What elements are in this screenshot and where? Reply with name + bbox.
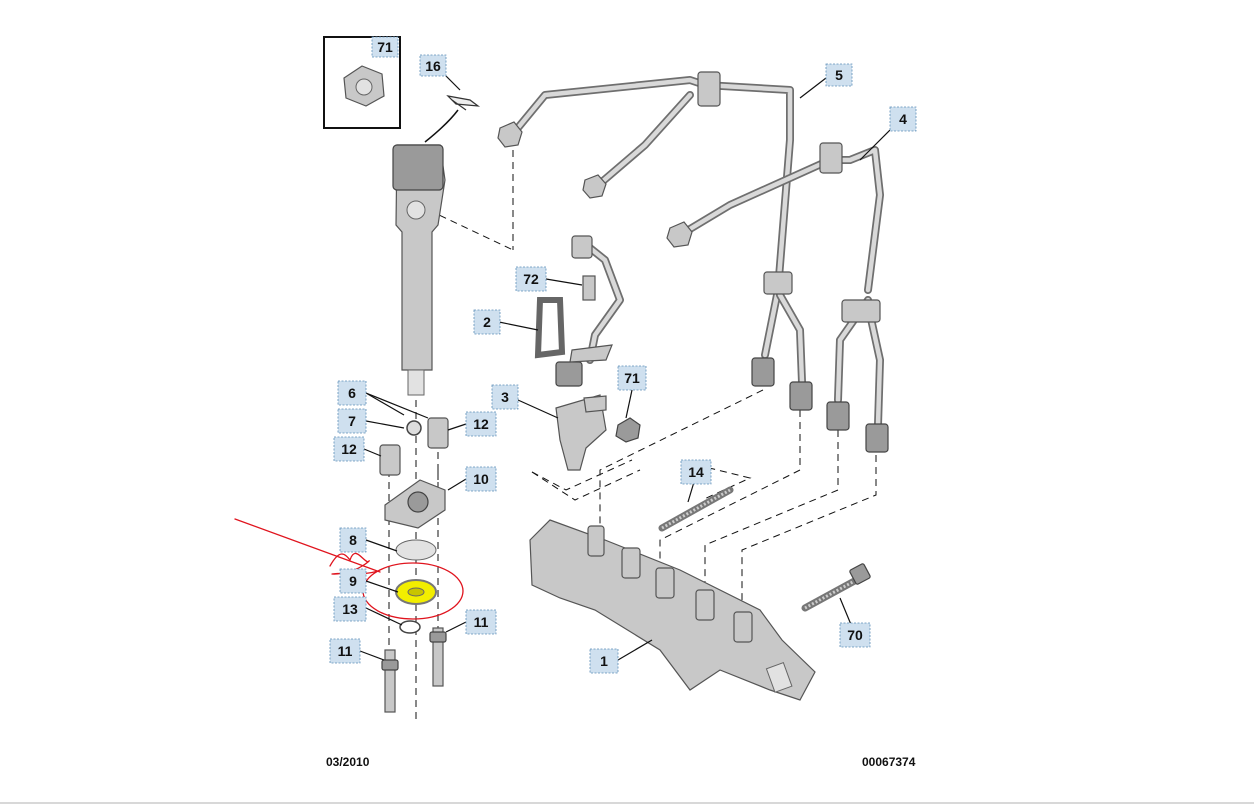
nut-inset	[323, 36, 401, 129]
svg-text:13: 13	[342, 601, 358, 617]
injector	[392, 109, 459, 396]
diagram-date: 03/2010	[326, 755, 370, 769]
svg-text:11: 11	[338, 643, 353, 659]
callout-7: 7	[337, 408, 367, 434]
svg-text:6: 6	[348, 385, 356, 401]
callout-leaders	[359, 74, 891, 661]
callout-70: 70	[839, 622, 871, 648]
callout-11-right: 11	[465, 609, 497, 635]
svg-text:71: 71	[624, 370, 640, 386]
svg-text:4: 4	[899, 111, 907, 127]
svg-text:9: 9	[349, 573, 357, 589]
callout-12-left: 12	[333, 436, 365, 462]
injector-seat-parts	[379, 417, 449, 713]
callout-4: 4	[889, 106, 917, 132]
svg-text:12: 12	[473, 416, 489, 432]
svg-text:71: 71	[377, 39, 393, 55]
callout-3: 3	[491, 384, 519, 410]
callout-8: 8	[339, 527, 367, 553]
high-pressure-pipes	[497, 71, 889, 453]
svg-text:16: 16	[425, 58, 441, 74]
callout-6: 6	[337, 380, 367, 406]
svg-text:3: 3	[501, 389, 509, 405]
callout-14: 14	[680, 459, 712, 485]
svg-text:11: 11	[474, 614, 489, 630]
callout-72: 72	[515, 266, 547, 292]
svg-text:2: 2	[483, 314, 491, 330]
callout-71-inset: 71	[371, 36, 399, 58]
callout-11-left: 11	[329, 638, 361, 664]
clamp-bracket	[534, 235, 641, 471]
callout-5: 5	[825, 63, 853, 87]
callout-9: 9	[339, 568, 367, 594]
svg-text:5: 5	[835, 67, 843, 83]
callout-labels: 71 16 5 4 72 2 71 3	[329, 36, 917, 674]
svg-text:1: 1	[600, 653, 608, 669]
annotation-arrow-line	[234, 518, 381, 573]
fuel-rail	[529, 519, 816, 701]
svg-text:12: 12	[341, 441, 357, 457]
clip	[446, 95, 481, 111]
callout-2: 2	[473, 309, 501, 335]
svg-text:72: 72	[523, 271, 539, 287]
svg-text:70: 70	[847, 627, 863, 643]
svg-text:14: 14	[688, 464, 704, 480]
bolts	[658, 486, 871, 612]
callout-71: 71	[617, 365, 647, 391]
svg-text:8: 8	[349, 532, 357, 548]
diagram-reference-number: 00067374	[862, 755, 916, 769]
callout-13: 13	[333, 596, 367, 622]
svg-text:7: 7	[348, 413, 356, 429]
callout-10: 10	[465, 466, 497, 492]
callout-1: 1	[589, 648, 619, 674]
callout-12-right: 12	[465, 411, 497, 437]
callout-16: 16	[419, 54, 447, 77]
svg-text:10: 10	[473, 471, 489, 487]
